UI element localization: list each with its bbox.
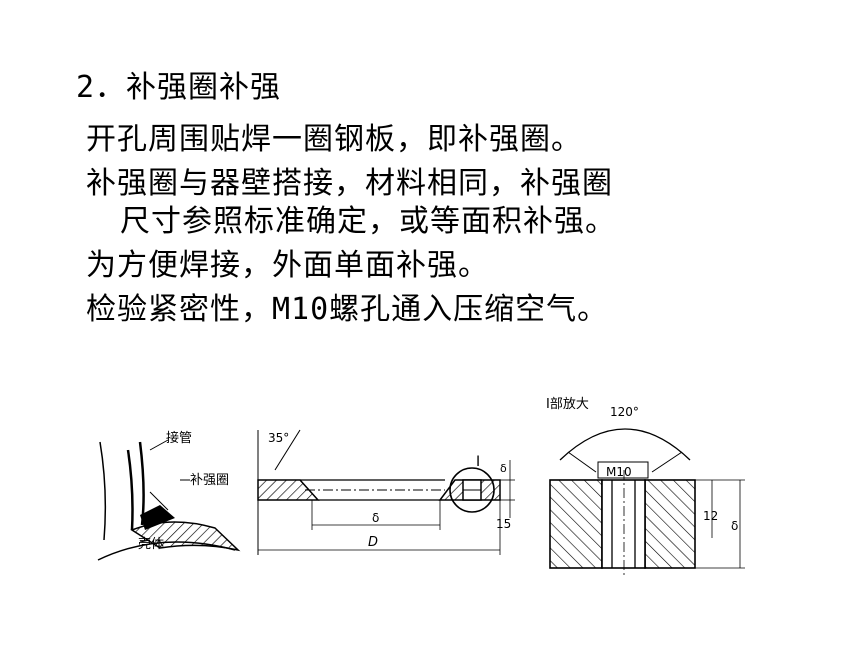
bullet-line-2: 补强圈与器壁搭接，材料相同，补强圈 <box>86 166 613 201</box>
dim-d: D <box>368 535 378 550</box>
bullet-list: 开孔周围贴焊一圈钢板，即补强圈。 补强圈与器壁搭接，材料相同，补强圈 尺寸参照标… <box>86 118 786 332</box>
label-shell: 壳体 <box>138 537 164 552</box>
figure-left-ring-weld: 接管 补强圈 壳体 <box>97 430 241 561</box>
figure-right-detail-i: I部放大 120° M10 12 δ <box>546 397 745 575</box>
bullet-line-4: 检验紧密性，M10螺孔通入压缩空气。 <box>86 292 609 327</box>
bullet-line-1: 开孔周围贴焊一圈钢板，即补强圈。 <box>86 122 582 157</box>
dim-delta: δ <box>372 511 379 525</box>
label-ring: 补强圈 <box>190 473 229 488</box>
detail-title: I部放大 <box>546 397 589 412</box>
thickness-label: δ <box>500 462 507 475</box>
angle-120: 120° <box>610 405 639 419</box>
figure-middle-ring-section: 35° I δ 15 δ D <box>257 429 515 555</box>
bullet-line-2-cont: 尺寸参照标准确定，或等面积补强。 <box>120 204 616 239</box>
technical-drawings: 接管 补强圈 壳体 35° I δ 15 δ D I部放大 120° <box>97 397 745 575</box>
dim-15: 15 <box>496 517 511 531</box>
thread-m10: M10 <box>606 465 632 479</box>
dim-12: 12 <box>703 509 718 523</box>
angle-35: 35° <box>268 431 289 445</box>
section-mark-i: I <box>476 454 480 470</box>
dim-delta-right: δ <box>731 519 738 533</box>
page-title: 2．补强圈补强 <box>76 70 282 105</box>
bullet-line-3: 为方便焊接，外面单面补强。 <box>86 248 489 283</box>
label-pipe: 接管 <box>166 430 192 446</box>
